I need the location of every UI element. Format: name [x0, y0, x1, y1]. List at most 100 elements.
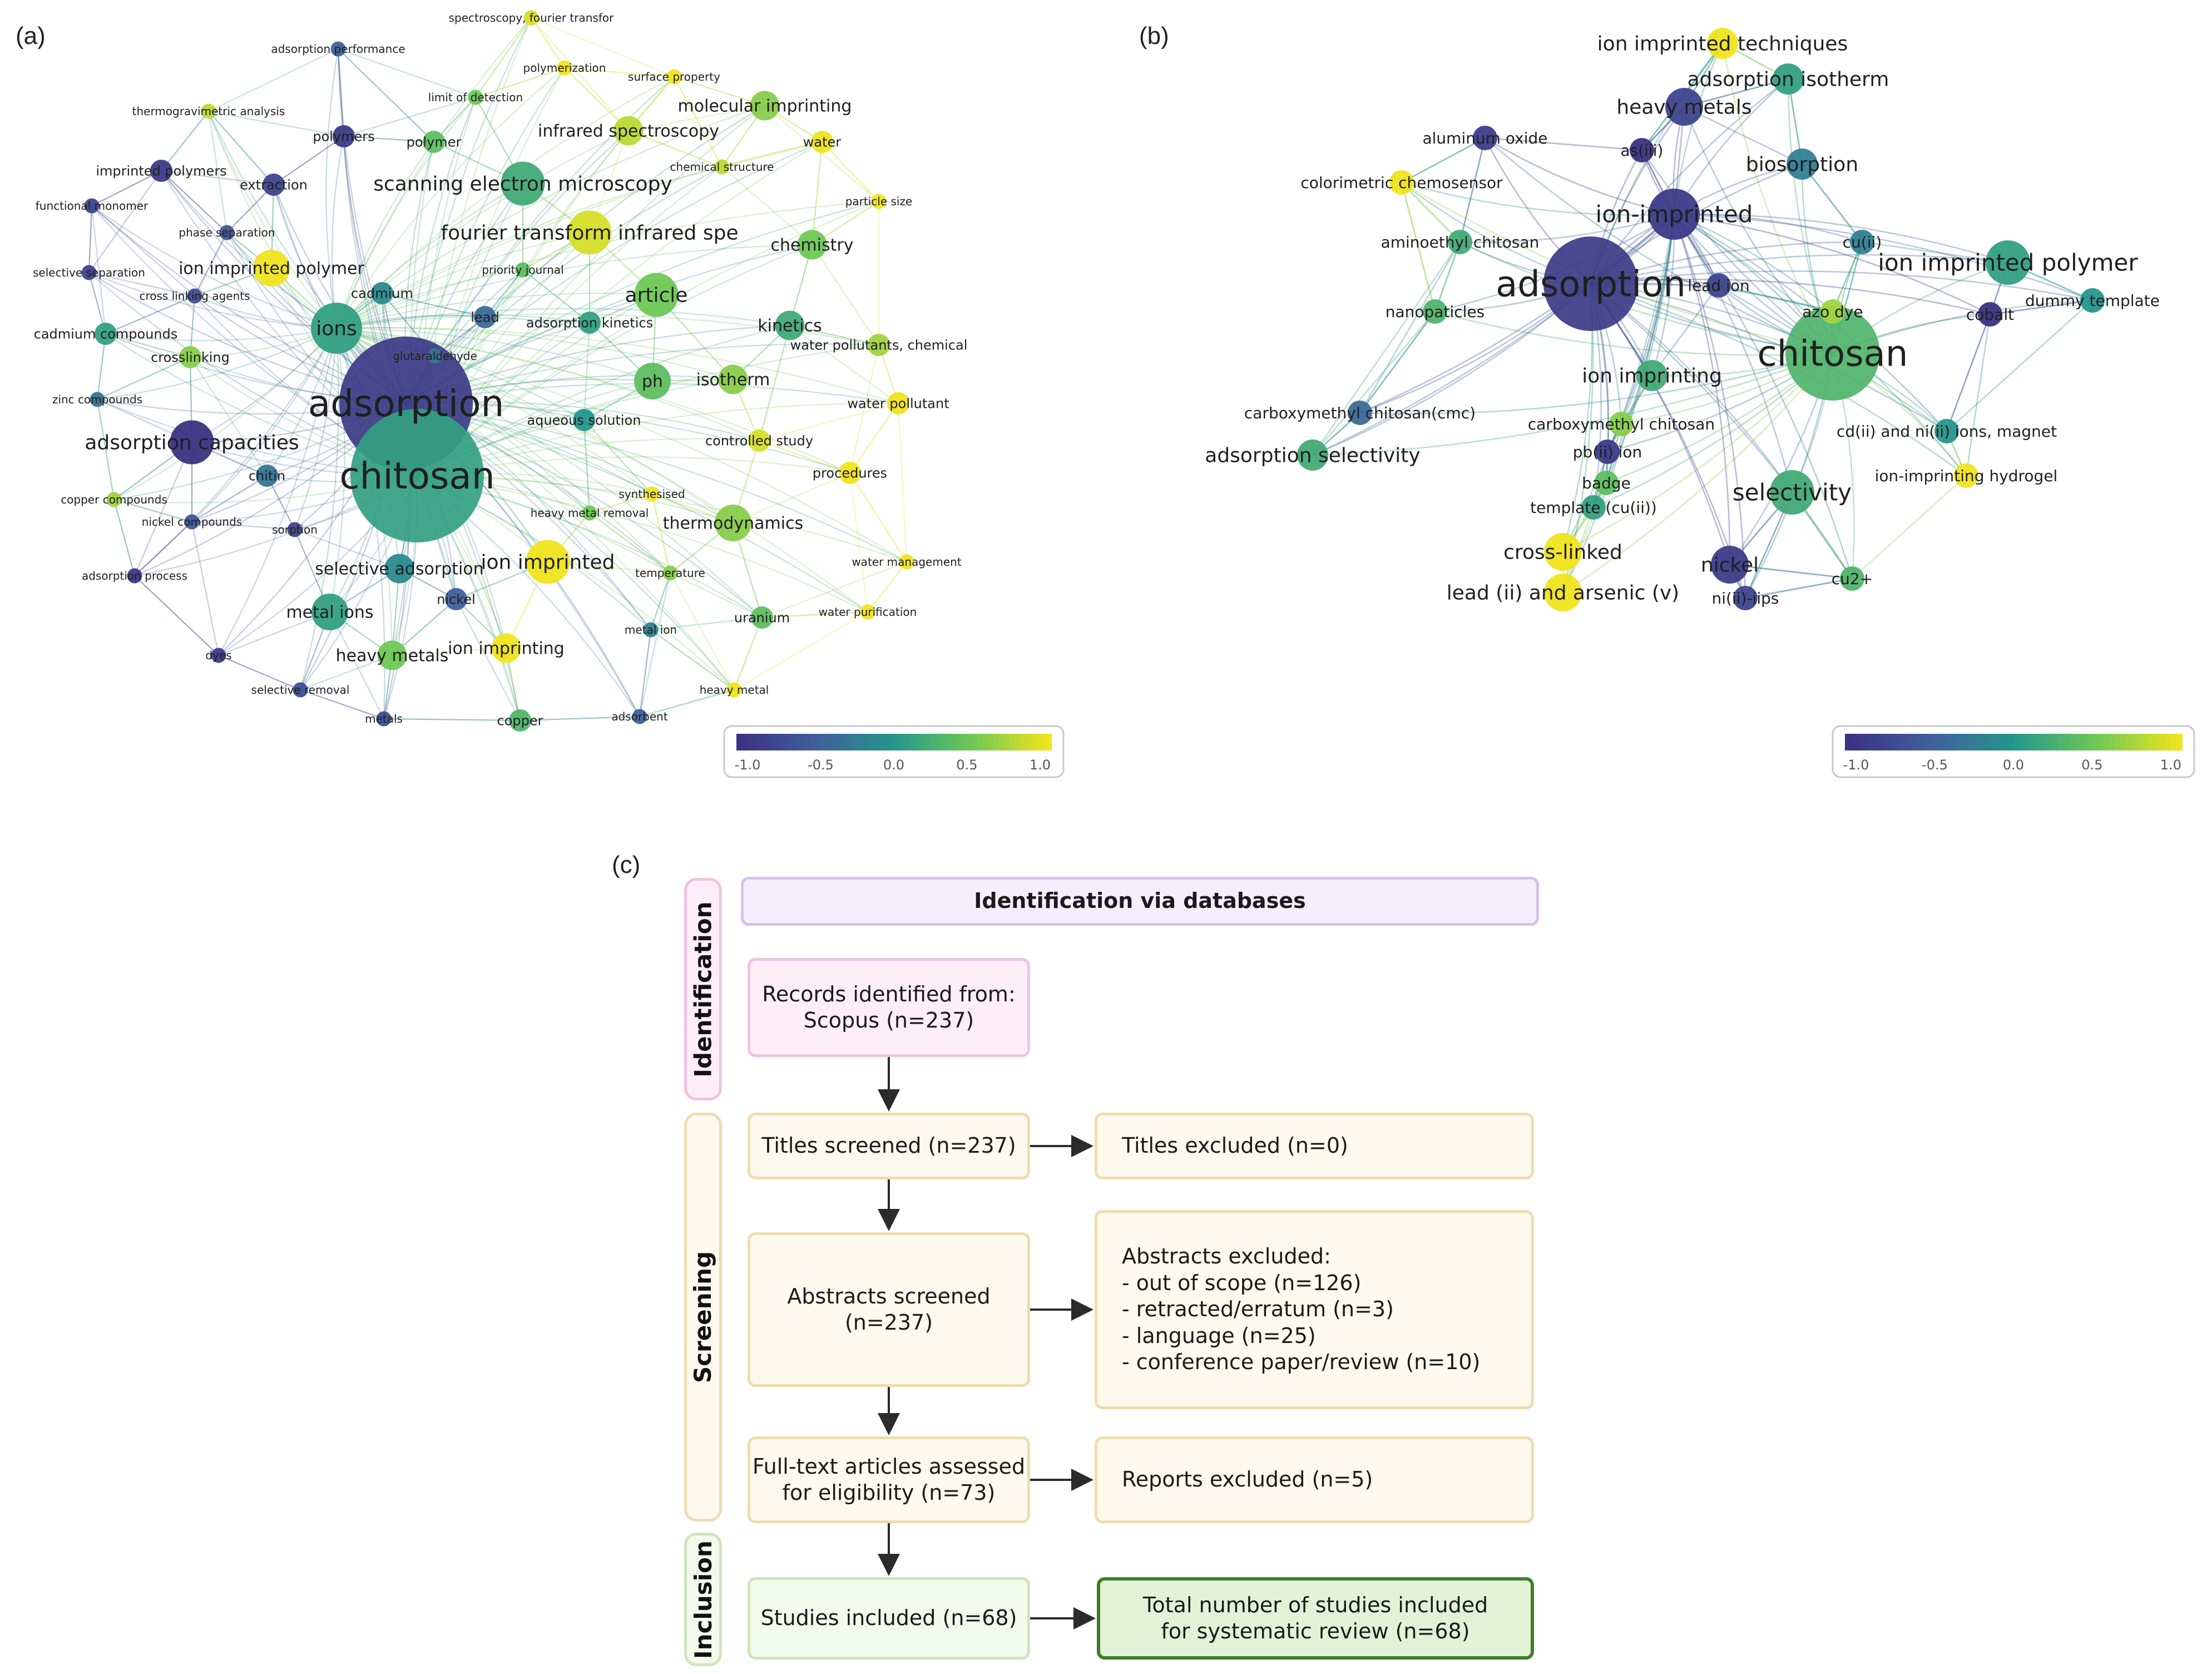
net-a-colorbar-segment-1 — [741, 734, 748, 750]
net-b-colorbar-segment-52 — [2137, 734, 2144, 750]
net-a-colorbar-segment-35 — [920, 734, 926, 750]
net-b-link-98 — [1718, 284, 1833, 313]
net-a-link-421 — [88, 205, 93, 273]
net-b-link-171 — [1590, 283, 1967, 477]
net-b-colorbar-segment-10 — [1901, 734, 1908, 750]
net-b-colorbar-tick-0: -1.0 — [1843, 757, 1869, 773]
net-a-node-article — [634, 273, 679, 317]
net-b-label-adsorption-isotherm: adsorption isotherm — [1688, 68, 1889, 91]
net-b-colorbar-segment-28 — [2002, 734, 2008, 750]
net-a-link-442 — [338, 48, 434, 142]
net-b-node-carboxymethyl-chitosan — [1609, 412, 1634, 436]
net-b-label-cu-ii: cu(ii) — [1843, 233, 1882, 251]
net-b-link-119 — [1674, 213, 1991, 315]
net-b-colorbar-segment-5 — [1873, 734, 1879, 750]
net-a-link-277 — [405, 402, 907, 562]
net-a-link-464 — [475, 17, 532, 98]
net-b-node-cobalt — [1978, 302, 2002, 327]
net-a-node-zinc-compounds — [90, 392, 105, 407]
net-b-node-chitosan — [1785, 306, 1880, 401]
net-a-link-437 — [208, 110, 344, 137]
net-a-node-ion-imprinting — [491, 633, 521, 663]
net-a-link-353 — [191, 475, 268, 522]
phase-inclusion: Inclusion — [684, 1533, 722, 1666]
net-a-link-263 — [405, 141, 823, 404]
net-b-label-aminoethyl-chitosan: aminoethyl chitosan — [1381, 233, 1540, 251]
net-a-link-316 — [639, 689, 735, 718]
net-a-label-metal-ion: metal ion — [625, 623, 677, 636]
net-a-node-cadmium — [371, 282, 393, 304]
net-a-link-409 — [161, 170, 227, 233]
net-a-link-338 — [218, 611, 330, 656]
net-a-link-83 — [336, 244, 813, 329]
net-b-link-70 — [1484, 137, 1833, 354]
net-a-link-479 — [721, 141, 823, 168]
net-a-colorbar-segment-11 — [794, 734, 800, 750]
net-a-colorbar-segment-56 — [1030, 734, 1036, 750]
net-a-colorbar-segment-29 — [888, 734, 894, 750]
net-a-label-heavy-metals: heavy metals — [336, 646, 449, 666]
net-b-link-21 — [1590, 254, 2008, 285]
net-a-colorbar-tick-1: -0.5 — [808, 757, 834, 773]
net-b-link-145 — [1312, 311, 1436, 456]
net-a-colorbar-segment-4 — [757, 734, 764, 750]
net-a-node-ph — [634, 363, 671, 399]
net-b-colorbar-segment-14 — [1923, 734, 1930, 750]
net-a-link-365 — [96, 399, 115, 500]
net-a-link-471 — [674, 76, 723, 167]
net-a-link-90 — [336, 308, 790, 329]
net-a-link-220 — [105, 295, 195, 335]
net-b-link-111 — [1590, 270, 2093, 302]
net-a-node-heavy-metal-removal — [582, 505, 597, 521]
net-a-label-heavy-metal: heavy metal — [700, 683, 769, 697]
net-b-link-78 — [1401, 182, 1461, 243]
net-a-label-polymers: polymers — [313, 129, 374, 144]
net-a-label-extraction: extraction — [240, 177, 308, 192]
net-b-colorbar-segment-2 — [1856, 734, 1863, 750]
net-b-label-adsorption: adsorption — [1496, 264, 1686, 305]
net-a-label-imprinted-polymers: imprinted polymers — [96, 163, 226, 179]
net-a-label-particle-size: particle size — [845, 195, 913, 208]
net-b-node-badge — [1594, 471, 1619, 495]
net-a-node-ion-imprinted — [526, 540, 570, 584]
net-b-link-89 — [1459, 213, 1675, 243]
net-a-node-temperature — [662, 565, 678, 581]
net-a-colorbar-segment-10 — [789, 734, 795, 750]
phase-identification: Identification — [684, 878, 722, 1100]
net-b-colorbar-tick-3: 0.5 — [2081, 757, 2102, 773]
net-a-label-ion-imprinted-polymer: ion imprinted polymer — [179, 259, 364, 279]
net-a-link-380 — [583, 419, 591, 513]
net-a-node-selective-removal — [293, 682, 308, 698]
net-a-label-kinetics: kinetics — [758, 317, 822, 336]
net-b-link-103 — [1801, 164, 1863, 243]
net-b-colorbar-segment-18 — [1946, 734, 1952, 750]
net-a-link-358 — [113, 498, 192, 523]
net-b-colorbar-segment-30 — [2013, 734, 2020, 750]
net-b-colorbar-tick-4: 1.0 — [2160, 757, 2181, 773]
net-b-colorbar-segment-42 — [2081, 734, 2087, 750]
net-b-colorbar-segment-13 — [1918, 734, 1924, 750]
net-b-colorbar-tick-2: 0.0 — [2003, 757, 2024, 773]
net-b-colorbar-segment-50 — [2126, 734, 2132, 750]
net-b-link-102 — [1832, 241, 1863, 312]
net-a-label-dyes: dyes — [205, 649, 231, 662]
net-a-colorbar-segment-33 — [909, 734, 916, 750]
net-a-label-uranium: uranium — [734, 610, 790, 625]
net-a-colorbar-tick-3: 0.5 — [956, 757, 977, 773]
net-a-node-ion-imprinted-polymer — [253, 250, 290, 287]
net-b-colorbar-segment-41 — [2075, 734, 2082, 750]
net-b-colorbar-segment-51 — [2131, 734, 2138, 750]
net-b-colorbar-segment-44 — [2092, 734, 2099, 750]
net-a-link-134 — [564, 67, 629, 131]
net-b-label-azo-dye: azo dye — [1802, 303, 1863, 321]
net-a-link-350 — [134, 521, 192, 576]
net-b-node-heavy-metals — [1665, 88, 1703, 126]
net-a-node-polymers — [333, 125, 355, 147]
net-a-label-polymer: polymer — [407, 134, 462, 150]
net-b-label-badge: badge — [1582, 474, 1631, 492]
net-b-link-136 — [1359, 352, 1833, 414]
net-a-link-219 — [105, 333, 191, 358]
net-a-node-crosslinking — [179, 346, 201, 368]
net-a-link-252 — [733, 617, 763, 690]
net-b-colorbar-segment-33 — [2030, 734, 2037, 750]
